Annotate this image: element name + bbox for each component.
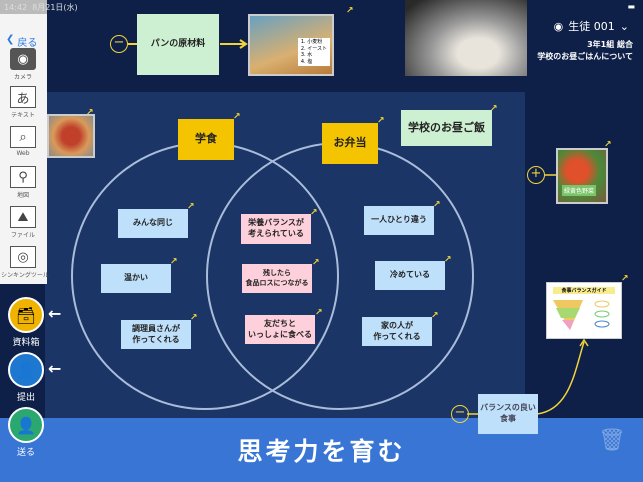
user-icon: ◉ <box>553 19 564 33</box>
trash-icon[interactable]: 🗑 <box>598 428 626 453</box>
promo-banner: 思考力を育む <box>0 418 643 482</box>
map-icon: ⚲ <box>10 166 36 188</box>
collapse-button[interactable]: − <box>451 405 469 423</box>
search-icon: ⌕ <box>10 126 36 148</box>
status-bar: 14:42 8月21日(水) <box>4 3 78 12</box>
item-card[interactable]: 一人ひとり違う <box>364 206 434 235</box>
text-icon: あ <box>10 86 36 108</box>
venn-icon: ◎ <box>10 246 36 268</box>
item-card[interactable]: 残したら 食品ロスにつながる <box>242 264 312 293</box>
camera-icon: ◉ <box>10 48 36 70</box>
connector-arrow <box>536 341 585 415</box>
submit-button[interactable]: 👤 <box>8 352 44 388</box>
send-button[interactable]: 👤 <box>8 407 44 443</box>
card-bread-ingredients[interactable]: パンの原材料 <box>137 14 219 75</box>
tool-web[interactable]: ⌕Web <box>9 126 37 157</box>
student-icon: 👤 <box>16 360 36 380</box>
item-card[interactable]: 調理員さんが 作ってくれる <box>121 320 191 349</box>
expand-button[interactable]: + <box>527 166 545 184</box>
item-card[interactable]: 家の人が 作ってくれる <box>362 317 432 346</box>
back-button[interactable]: ❮戻る <box>6 34 38 49</box>
tool-thinking[interactable]: ◎シンキングツール <box>1 246 49 279</box>
image-file-icon: ⛰ <box>10 206 36 228</box>
collapse-button[interactable]: − <box>110 35 128 53</box>
tool-text[interactable]: あテキスト <box>9 86 37 119</box>
send-icon: 👤 <box>16 415 36 435</box>
card-title[interactable]: 学校のお昼ご飯 <box>401 110 492 146</box>
item-card[interactable]: 友だちと いっしょに食べる <box>245 315 315 344</box>
item-card[interactable]: 冷めている <box>375 261 445 290</box>
user-menu[interactable]: ◉生徒 001⌄ <box>553 19 629 34</box>
label-school-lunch[interactable]: 学食 <box>178 119 234 160</box>
label-bento[interactable]: お弁当 <box>322 123 378 164</box>
pizza-photo[interactable] <box>47 114 95 158</box>
vegetables-photo[interactable]: 緑黄色野菜 <box>556 148 608 204</box>
arrow-left-icon: ← <box>48 304 62 323</box>
tool-file[interactable]: ⛰ファイル <box>9 206 37 239</box>
item-card[interactable]: 栄養バランスが 考えられている <box>241 214 311 244</box>
card-balanced-meal[interactable]: バランスの良い 食事 <box>478 394 538 434</box>
inbox-icon: 🗃 <box>15 305 37 325</box>
battery-icon: ▬ <box>627 2 635 11</box>
tool-map[interactable]: ⚲地図 <box>9 166 37 199</box>
pasta-photo[interactable] <box>405 0 527 76</box>
chevron-down-icon: ⌄ <box>619 19 629 33</box>
arrow-left-icon: ← <box>48 359 62 378</box>
item-card[interactable]: 温かい <box>101 264 171 293</box>
sidebar: ❮戻る ◉カメラ あテキスト ⌕Web ⚲地図 ⛰ファイル ◎シンキングツール <box>0 14 49 284</box>
canvas-panel <box>45 92 525 422</box>
tool-camera[interactable]: ◉カメラ <box>9 48 37 81</box>
item-card[interactable]: みんな同じ <box>118 209 188 238</box>
food-pyramid-graphic <box>553 300 610 330</box>
material-box-button[interactable]: 🗃 <box>8 297 44 333</box>
balance-guide-image[interactable]: 食事バランスガイド <box>546 282 622 339</box>
chevron-left-icon: ❮ <box>6 34 15 45</box>
